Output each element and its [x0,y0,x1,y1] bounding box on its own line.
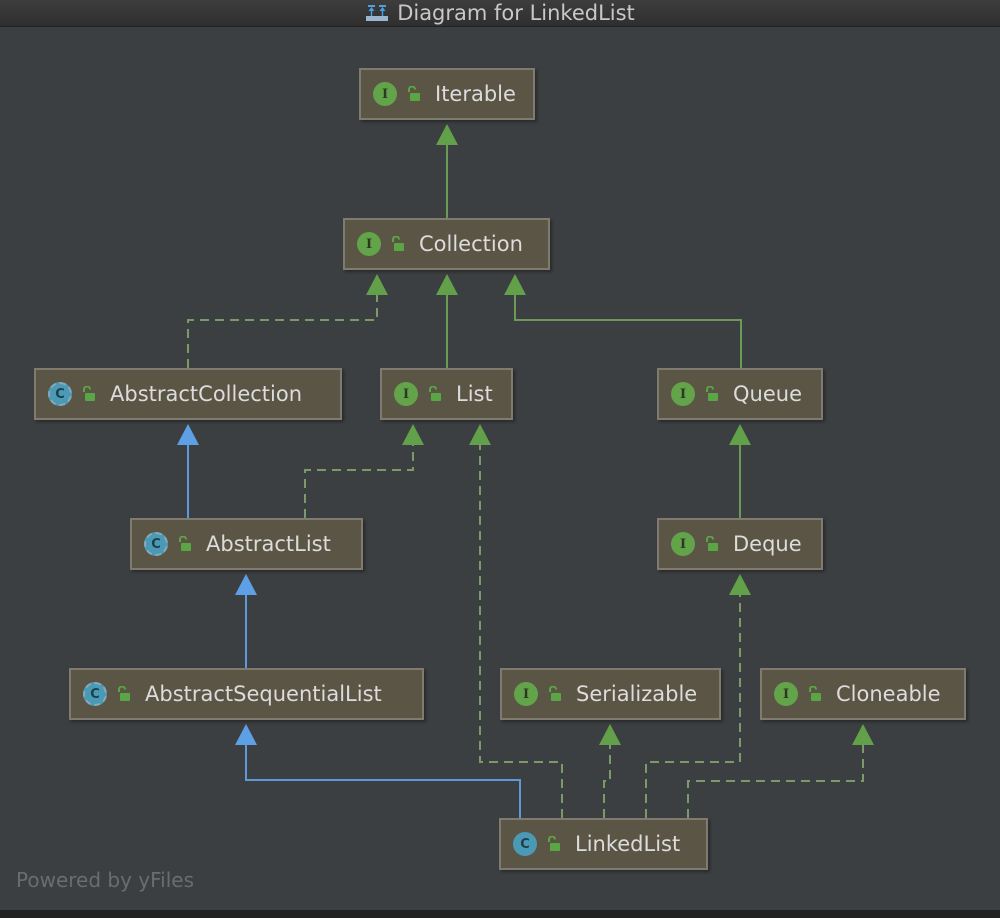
interface-badge-icon: I [671,382,695,406]
node-label: Iterable [435,82,516,106]
arrowhead-collection-left [366,274,388,295]
interface-badge-icon: I [514,682,538,706]
powered-by-label: Powered by yFiles [16,868,194,892]
unlocked-icon [179,536,191,551]
arrowhead-abstractcollection [177,424,199,445]
edge-linkedlist-serializable [603,740,611,818]
node-label: Deque [733,532,802,556]
arrowhead-list-right [469,424,491,445]
unlocked-icon [706,386,718,401]
unlocked-icon [548,836,560,851]
node-label: Serializable [576,682,698,706]
diagram-icon [366,5,389,21]
edge-linkedlist-abstractsequentiallist [245,740,521,818]
arrowhead-cloneable [852,724,874,745]
node-iterable[interactable]: I Iterable [359,68,535,120]
node-label: AbstractList [206,532,331,556]
arrowhead-collection-center [436,274,458,295]
abstract-class-badge-icon: C [144,532,168,556]
arrowhead-abstractsequentiallist [235,724,257,745]
node-serializable[interactable]: I Serializable [500,668,721,720]
unlocked-icon [83,386,95,401]
unlocked-icon [706,536,718,551]
node-label: AbstractCollection [110,382,303,406]
node-queue[interactable]: I Queue [657,368,823,420]
edge-queue-collection [514,290,742,368]
node-label: Queue [733,382,802,406]
abstract-class-badge-icon: C [48,382,72,406]
node-deque[interactable]: I Deque [657,518,823,570]
abstract-class-badge-icon: C [83,682,107,706]
node-abstractsequentiallist[interactable]: C AbstractSequentialList [69,668,424,720]
node-label: AbstractSequentialList [145,682,382,706]
node-linkedlist[interactable]: C LinkedList [499,818,708,870]
node-list[interactable]: I List [380,368,513,420]
node-cloneable[interactable]: I Cloneable [760,668,966,720]
node-label: List [456,382,493,406]
diagram-canvas[interactable] [0,27,1000,911]
window-title: Diagram for LinkedList [397,1,635,25]
arrowhead-collection-right [504,274,526,295]
edge-abstractlist-list [304,440,414,518]
node-collection[interactable]: I Collection [343,218,550,270]
arrowhead-serializable [599,724,621,745]
arrowhead-abstractlist [235,574,257,595]
interface-badge-icon: I [671,532,695,556]
unlocked-icon [118,686,130,701]
unlocked-icon [408,86,420,101]
unlocked-icon [549,686,561,701]
arrowhead-list-left [402,424,424,445]
edge-linkedlist-cloneable [687,740,864,818]
class-badge-icon: C [513,832,537,856]
interface-badge-icon: I [357,232,381,256]
window-title-bar: Diagram for LinkedList [0,0,1000,27]
arrowhead-deque [729,574,751,595]
edge-abstractcollection-collection [187,290,378,368]
node-abstractlist[interactable]: C AbstractList [130,518,363,570]
interface-badge-icon: I [373,82,397,106]
node-abstractcollection[interactable]: C AbstractCollection [34,368,342,420]
unlocked-icon [392,236,404,251]
node-label: Collection [419,232,523,256]
bottom-bar [0,910,1000,918]
node-label: Cloneable [836,682,941,706]
node-label: LinkedList [575,832,681,856]
unlocked-icon [429,386,441,401]
interface-badge-icon: I [774,682,798,706]
arrowhead-iterable [436,124,458,145]
unlocked-icon [809,686,821,701]
interface-badge-icon: I [394,382,418,406]
edge-linkedlist-list [479,440,563,818]
arrowhead-queue [729,424,751,445]
